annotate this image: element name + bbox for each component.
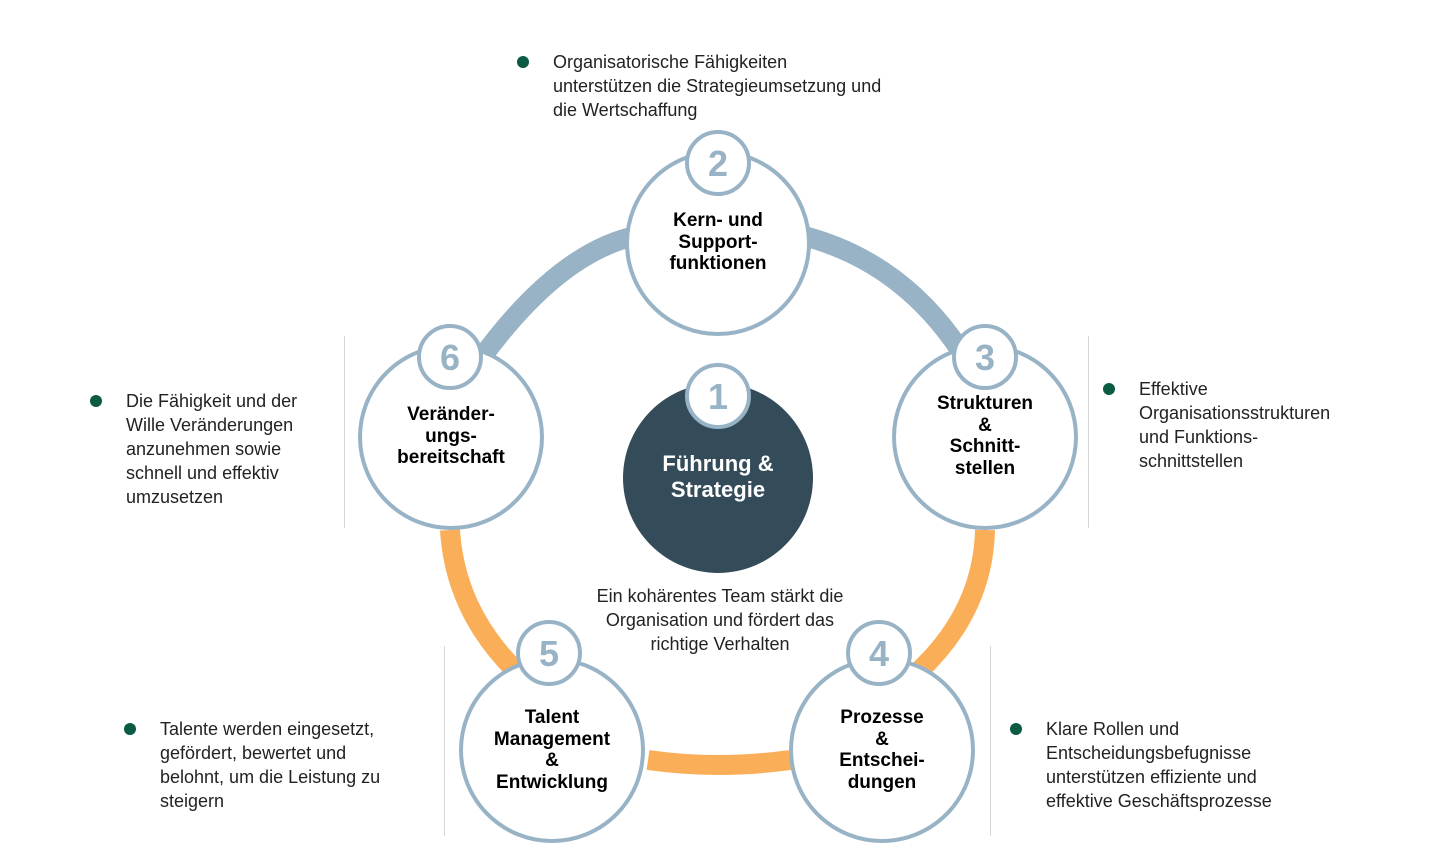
description-node-5: Talente werden eingesetzt, gefördert, be… (124, 717, 424, 817)
description-text: Organisatorische Fähigkeiten unterstütze… (553, 52, 882, 120)
divider-left-lower (444, 646, 445, 836)
bullet-dot (90, 395, 102, 407)
node-label-2: Kern- und Support- funktionen (669, 210, 767, 274)
number-6: 6 (440, 337, 460, 378)
node-label-3: Strukturen & Schnitt- stellen (936, 393, 1034, 479)
bullet-dot (1010, 723, 1022, 735)
description-node-6: Die Fähigkeit und der Wille Veränderunge… (90, 389, 340, 514)
number-5: 5 (539, 633, 559, 674)
number-4: 4 (869, 633, 889, 674)
description-node-4: Klare Rollen und Entscheidungsbefugnisse… (1010, 717, 1330, 817)
description-text: Effektive Organisationsstrukturen und Fu… (1139, 379, 1331, 471)
bullet-dot (517, 56, 529, 68)
number-badge-1: 1 (685, 363, 751, 429)
number-1: 1 (708, 376, 728, 417)
description-text: Talente werden eingesetzt, gefördert, be… (160, 719, 381, 811)
description-text: Klare Rollen und Entscheidungsbefugnisse… (1046, 719, 1272, 811)
divider-left-upper (344, 336, 345, 528)
number-badge-2: 2 (685, 130, 751, 196)
center-label: Führung & Strategie (662, 451, 774, 502)
number-badge-4: 4 (846, 620, 912, 686)
node-label-6: Veränder- ungs- bereitschaft (397, 404, 505, 468)
divider-right-lower (990, 646, 991, 836)
center-circle (623, 383, 813, 573)
node-label-4: Prozesse & Entschei- dungen (839, 707, 925, 793)
node-label-5: Talent Management & Entwicklung (493, 707, 611, 793)
number-badge-6: 6 (417, 324, 483, 390)
number-3: 3 (975, 337, 995, 378)
description-node-2: Organisatorische Fähigkeiten unterstütze… (517, 50, 957, 130)
description-text: Die Fähigkeit und der Wille Veränderunge… (126, 391, 298, 507)
number-2: 2 (708, 143, 728, 184)
bullet-dot (124, 723, 136, 735)
number-badge-5: 5 (516, 620, 582, 686)
divider-right-upper (1088, 336, 1089, 528)
description-node-3: Effektive Organisationsstrukturen und Fu… (1103, 377, 1403, 477)
ring-arc-bottom (440, 529, 995, 775)
bullet-dot (1103, 383, 1115, 395)
number-badge-3: 3 (952, 324, 1018, 390)
ring-arc-top (471, 225, 969, 366)
center-caption: Ein kohärentes Team stärkt die Organisat… (596, 586, 844, 654)
